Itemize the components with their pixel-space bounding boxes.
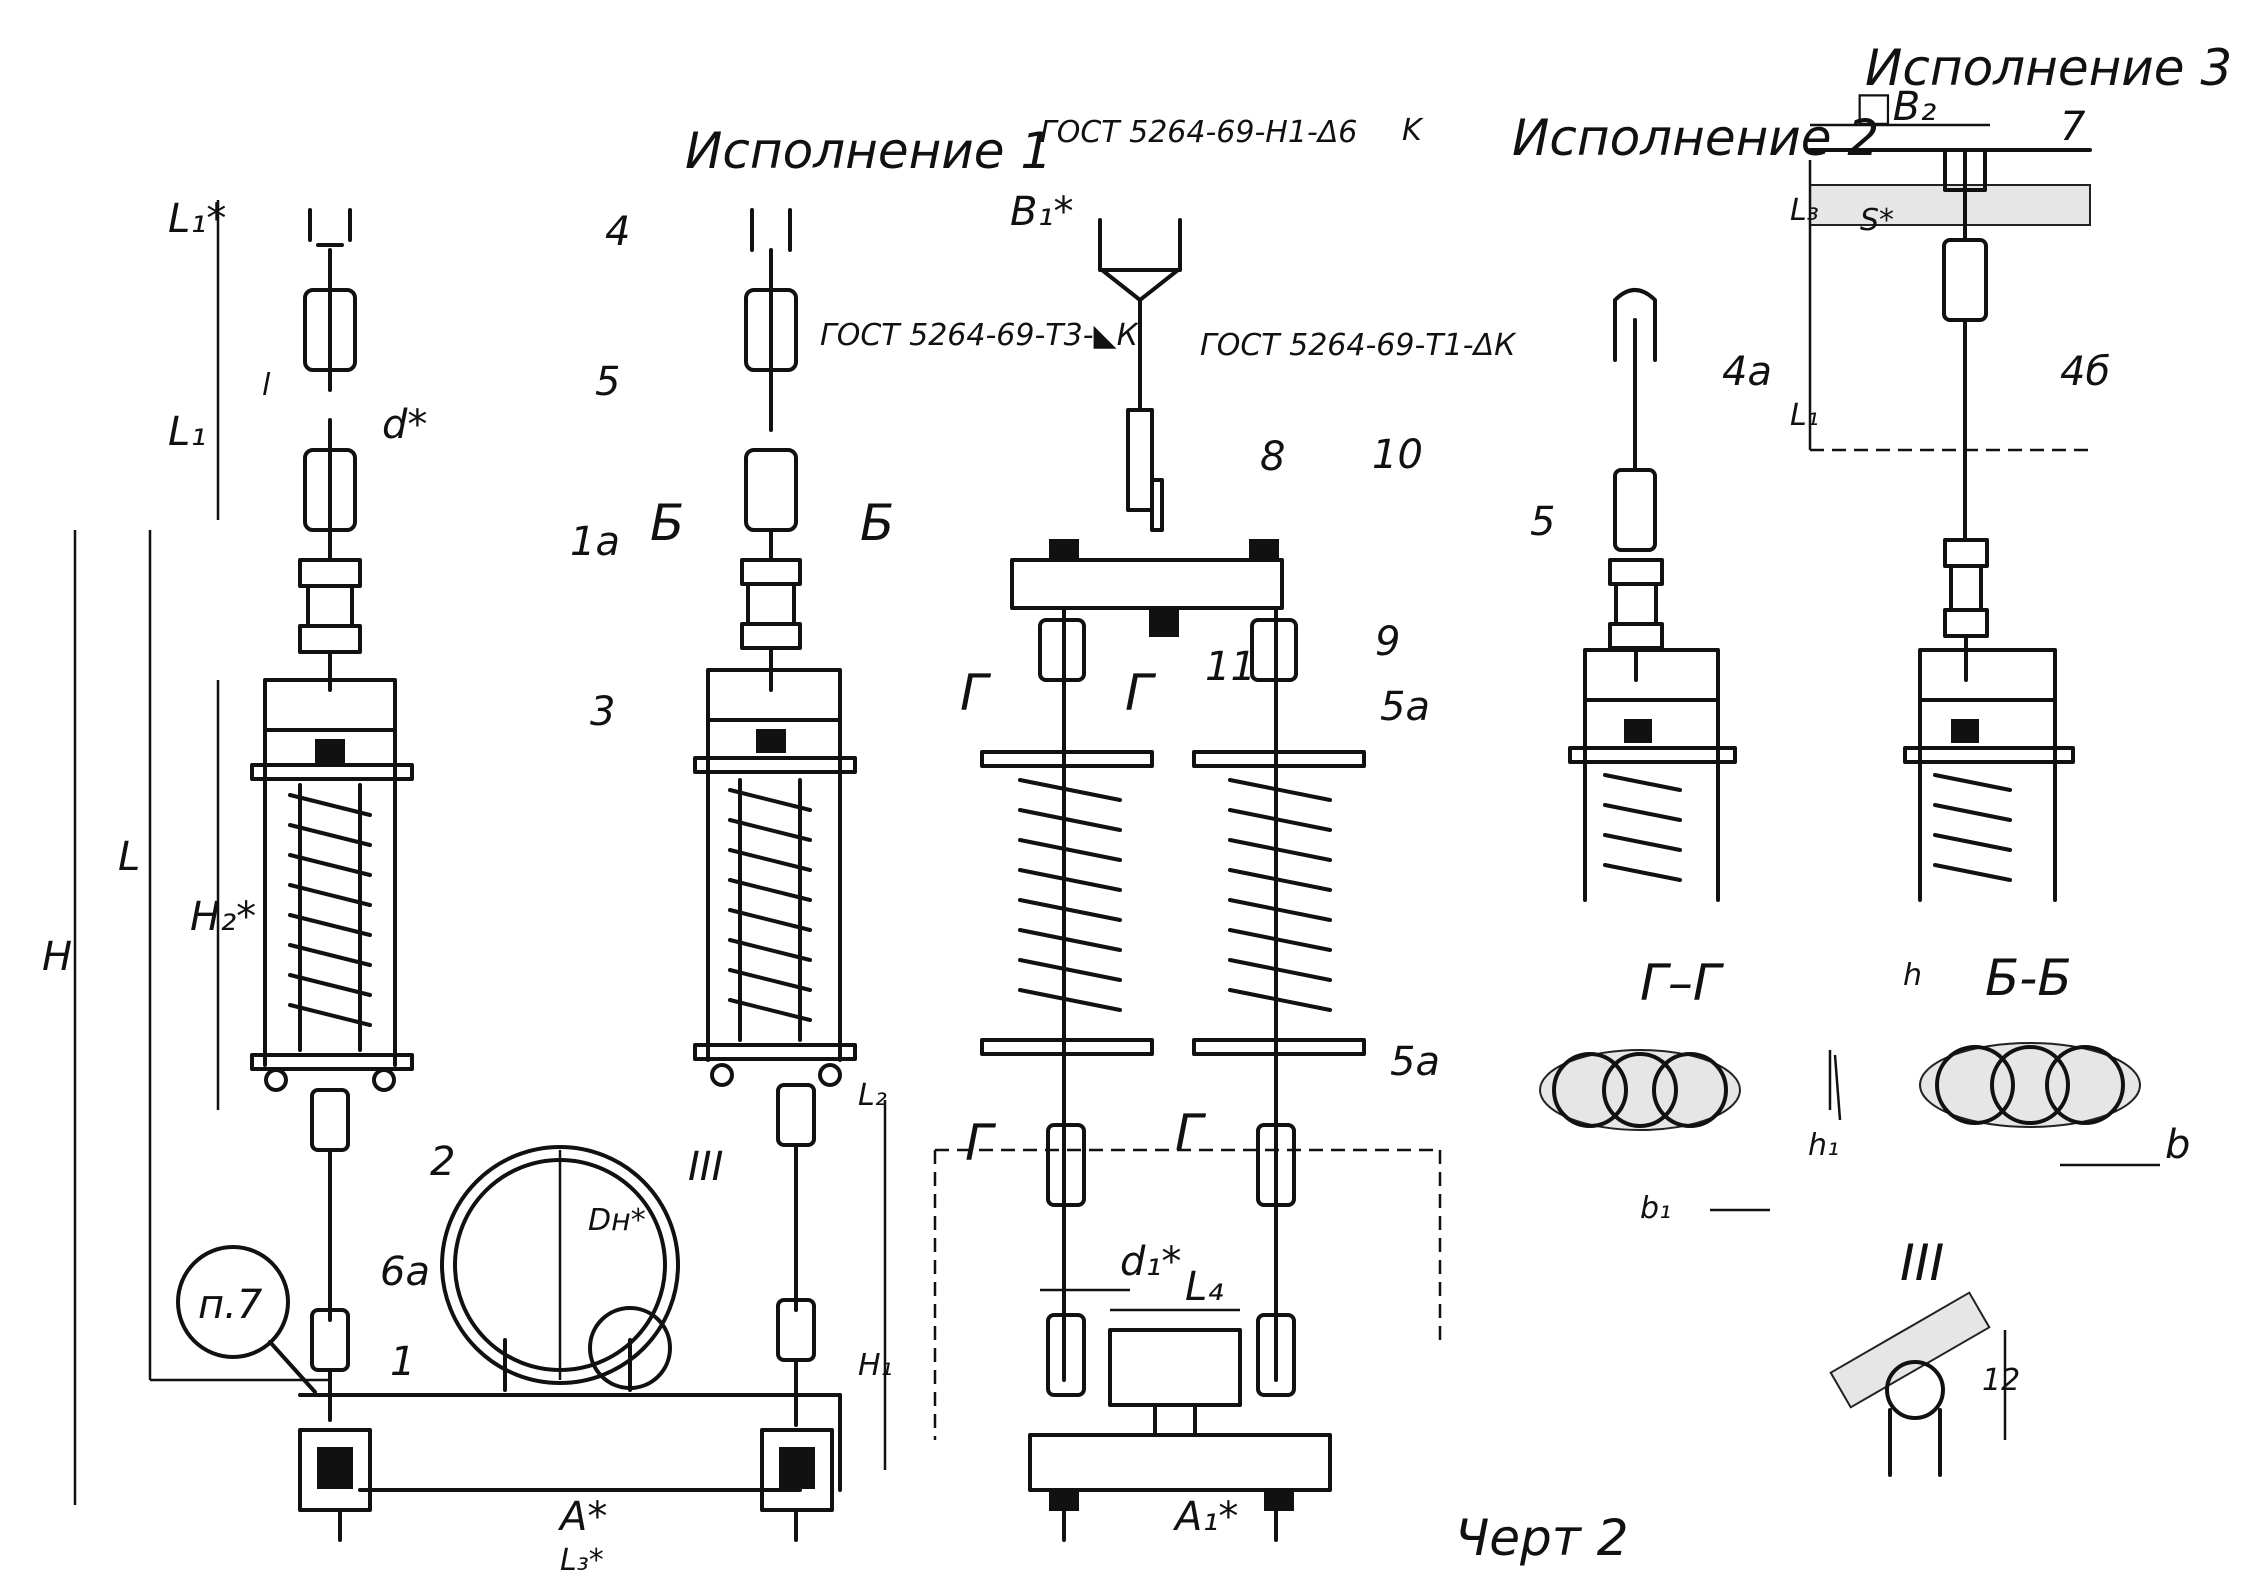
note-reference: п.7	[198, 1282, 263, 1328]
pos-4b: 4б	[2060, 349, 2110, 395]
pos-9: 9	[1375, 619, 1400, 665]
dim-b1-section: b₁	[1640, 1191, 1671, 1226]
section-b-right: Б	[860, 494, 894, 552]
dim-h: H	[42, 934, 72, 980]
pos-6a: 6а	[380, 1249, 430, 1295]
title-variant-1: Исполнение 1	[685, 122, 1052, 180]
section-g-bottom-left: Г	[965, 1114, 997, 1172]
dim-l1: L₁	[168, 409, 206, 455]
title-variant-2: Исполнение 2	[1512, 109, 1879, 167]
dim-h-section: h	[1903, 958, 1922, 993]
hanger-variant-2	[1568, 288, 1737, 902]
beam-bottom-left	[298, 1393, 842, 1492]
title-variant-3: Исполнение 3	[1865, 39, 2232, 97]
dim-s-star: S*	[1860, 203, 1894, 238]
dim-h1-section: h₁	[1808, 1128, 1839, 1163]
dim-l1-star: L₁*	[168, 196, 226, 242]
hanger-left	[250, 208, 414, 1542]
section-g-bottom-right: Г	[1175, 1104, 1207, 1162]
pos-5a-top: 5а	[1380, 684, 1430, 730]
pos-7: 7	[2060, 104, 2086, 150]
figure-caption: Черт 2	[1455, 1509, 1629, 1567]
section-gg-shape	[1539, 1049, 1741, 1131]
detail-iii-shape	[1829, 1291, 1991, 1477]
dim-b-section: b	[2165, 1122, 2190, 1168]
dim-k: K	[1402, 113, 1424, 148]
dim-l: l	[262, 368, 271, 403]
hanger-double	[980, 218, 1366, 1542]
detail-iii-title: III	[1900, 1234, 1944, 1292]
pipe	[440, 1145, 680, 1392]
section-bb-title: Б-Б	[1985, 949, 2072, 1007]
dim-h2-star: H₂*	[190, 894, 256, 940]
dim-d1-star: d₁*	[1120, 1239, 1181, 1285]
gost-callout-t3: ГОСТ 5264-69-Т3-◣К	[820, 318, 1140, 353]
dim-l1-right: L₁	[1790, 398, 1819, 433]
gost-callout-h1: ГОСТ 5264-69-Н1-Δ6	[1040, 115, 1357, 150]
pos-11: 11	[1205, 644, 1256, 690]
pos-1a: 1а	[570, 519, 620, 565]
dim-b2: □B₂	[1855, 84, 1936, 130]
dim-d-star: d*	[382, 402, 427, 448]
section-bb-shape	[1919, 1042, 2141, 1128]
dim-h1: H₁	[858, 1348, 893, 1383]
dim-dn-star: Dн*	[588, 1203, 646, 1238]
pos-4a: 4а	[1722, 349, 1772, 395]
hanger-variant-3	[1808, 148, 2092, 902]
note-circle	[176, 1245, 290, 1359]
pos-5: 5	[595, 359, 620, 405]
section-g-top-right: Г	[1125, 664, 1157, 722]
pos-2: 2	[430, 1139, 455, 1185]
dimension-lines	[73, 123, 2160, 1505]
dim-a1-star: A₁*	[1172, 1494, 1238, 1540]
pos-4: 4	[605, 209, 630, 255]
dim-a-star: A*	[557, 1494, 607, 1540]
dim-l2: L₂	[858, 1078, 887, 1113]
pos-10: 10	[1372, 432, 1423, 478]
dim-l3: L₃	[1790, 193, 1819, 228]
pos-1: 1	[390, 1339, 415, 1385]
dim-twelve: 12	[1982, 1363, 2020, 1398]
pos-5-right: 5	[1530, 499, 1555, 545]
dim-l-total: L	[118, 834, 140, 880]
gost-callout-t1: ГОСТ 5264-69-Т1-ΔК	[1200, 328, 1517, 363]
section-g-top-left: Г	[960, 664, 992, 722]
pos-3: 3	[590, 689, 615, 735]
dim-l3-star: L₃*	[560, 1543, 604, 1578]
dim-b1-star: B₁*	[1010, 189, 1073, 235]
pos-8: 8	[1260, 434, 1285, 480]
section-gg-title: Г–Г	[1640, 954, 1725, 1012]
pos-5a-bottom: 5а	[1390, 1039, 1440, 1085]
dim-l4: L₄	[1185, 1264, 1223, 1310]
detail-iii-marker: III	[688, 1144, 723, 1190]
section-b-left: Б	[650, 494, 684, 552]
hanger-variant-1	[693, 208, 857, 1542]
